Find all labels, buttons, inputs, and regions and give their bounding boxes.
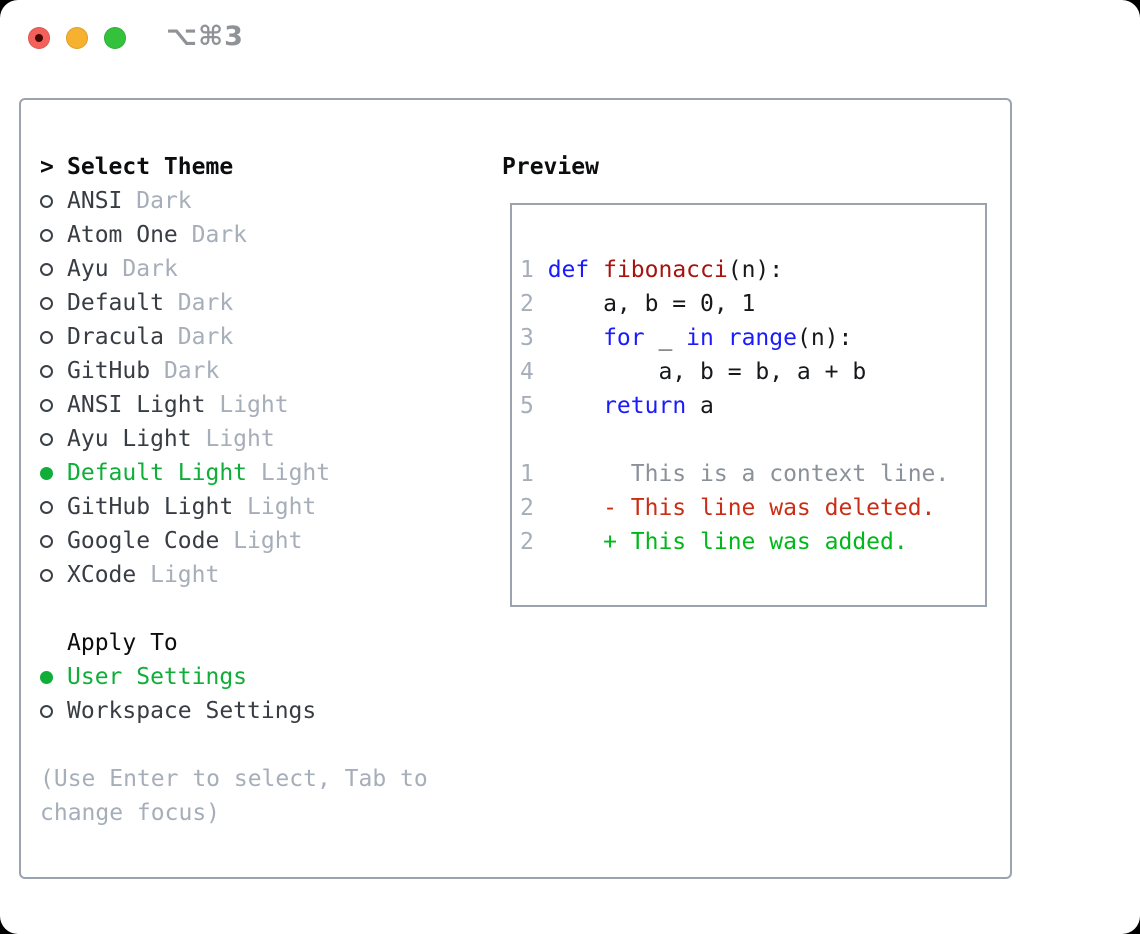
apply-to-option-user-settings[interactable]: User Settings — [40, 660, 470, 694]
radio-unselected-icon — [40, 330, 53, 344]
theme-option-ansi-light[interactable]: ANSI Light Light — [40, 388, 470, 422]
apply-to-header: Apply To — [40, 626, 470, 660]
close-button-icon[interactable] — [28, 27, 50, 49]
radio-selected-icon — [40, 466, 53, 480]
line-number: 2 — [520, 291, 534, 317]
line-number: 5 — [520, 393, 534, 419]
diff-added-line: 2 + This line was added. — [520, 525, 985, 559]
help-text-line-1: (Use Enter to select, Tab to — [40, 766, 428, 792]
apply-to-title: Apply To — [67, 630, 178, 656]
radio-unselected-icon — [40, 296, 53, 310]
help-text-line-2: change focus) — [40, 800, 221, 826]
line-number: 4 — [520, 359, 534, 385]
radio-unselected-icon — [40, 228, 53, 242]
line-number: 2 — [520, 529, 534, 555]
apply-to-option-workspace-settings[interactable]: Workspace Settings — [40, 694, 470, 728]
theme-option-google-code-light[interactable]: Google Code Light — [40, 524, 470, 558]
theme-option-dracula-dark[interactable]: Dracula Dark — [40, 320, 470, 354]
preview-title: Preview — [502, 154, 599, 180]
radio-unselected-icon — [40, 262, 53, 276]
blank-line — [520, 423, 985, 457]
radio-unselected-icon — [40, 194, 53, 208]
theme-selector-panel: > Select Theme ANSI Dark Atom One Dark A… — [19, 98, 1012, 879]
radio-unselected-icon — [40, 568, 53, 582]
theme-list: > Select Theme ANSI Dark Atom One Dark A… — [40, 150, 470, 830]
line-number: 1 — [520, 461, 534, 487]
radio-unselected-icon — [40, 398, 53, 412]
theme-option-default-light[interactable]: Default Light Light — [40, 456, 470, 490]
theme-option-ansi-dark[interactable]: ANSI Dark — [40, 184, 470, 218]
theme-option-github-dark[interactable]: GitHub Dark — [40, 354, 470, 388]
theme-option-xcode-light[interactable]: XCode Light — [40, 558, 470, 592]
radio-selected-icon — [40, 670, 53, 684]
radio-unselected-icon — [40, 432, 53, 446]
radio-unselected-icon — [40, 534, 53, 548]
line-number: 1 — [520, 257, 534, 283]
theme-option-ayu-dark[interactable]: Ayu Dark — [40, 252, 470, 286]
theme-option-default-dark[interactable]: Default Dark — [40, 286, 470, 320]
zoom-button-icon[interactable] — [104, 27, 126, 49]
diff-context-line: 1 This is a context line. — [520, 457, 985, 491]
select-theme-header: > Select Theme — [40, 150, 470, 184]
titlebar: ⌥⌘3 — [0, 0, 1140, 76]
line-number: 2 — [520, 495, 534, 521]
radio-unselected-icon — [40, 704, 53, 718]
select-theme-title: Select Theme — [67, 154, 234, 180]
code-line: 3 for _ in range(n): — [520, 321, 985, 355]
window-shortcut-label: ⌥⌘3 — [166, 21, 244, 52]
theme-option-ayu-light[interactable]: Ayu Light Light — [40, 422, 470, 456]
radio-unselected-icon — [40, 364, 53, 378]
radio-unselected-icon — [40, 500, 53, 514]
minimize-button-icon[interactable] — [66, 27, 88, 49]
code-line: 4 a, b = b, a + b — [520, 355, 985, 389]
diff-deleted-line: 2 - This line was deleted. — [520, 491, 985, 525]
focus-caret-icon: > — [40, 154, 54, 180]
theme-option-github-light[interactable]: GitHub Light Light — [40, 490, 470, 524]
code-line: 2 a, b = 0, 1 — [520, 287, 985, 321]
theme-option-atom-one-dark[interactable]: Atom One Dark — [40, 218, 470, 252]
code-line: 5 return a — [520, 389, 985, 423]
line-number: 3 — [520, 325, 534, 351]
